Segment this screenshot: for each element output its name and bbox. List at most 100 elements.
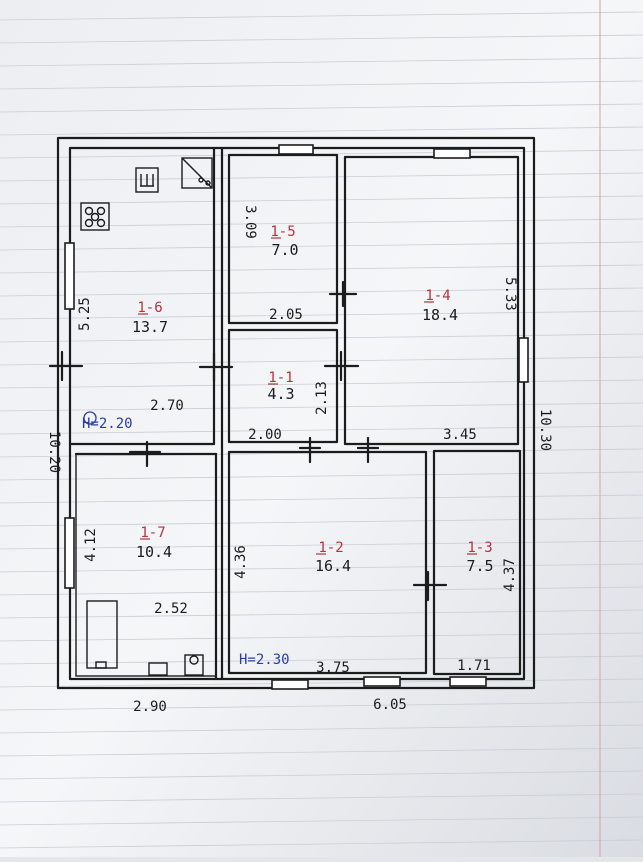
dimension-labels: 3.09 2.05 5.25 2.70 5.33 2.13 2.00 3.45 … (46, 205, 553, 715)
grid-line (0, 425, 643, 435)
kitchen-fixtures (80, 157, 213, 425)
stove-icon (80, 202, 110, 231)
door-mark-1-1-1-4 (323, 350, 360, 382)
room-area: 4.3 (267, 385, 294, 403)
door-mark-1-5-1-4 (328, 280, 358, 308)
grid-line (0, 172, 643, 182)
room-1-1: 1-1 4.3 (267, 370, 294, 403)
grid-line (0, 586, 643, 596)
grid-line (0, 287, 643, 297)
door-mark-1-6-1-7 (128, 440, 162, 468)
room-number: 1-7 (140, 525, 165, 541)
grid-line (0, 264, 643, 274)
window-bottom-1-3 (449, 676, 487, 687)
grid-line (0, 241, 643, 251)
room-1-7: 1-7 10.4 (136, 525, 172, 561)
room-number: 1-6 (137, 300, 162, 316)
grid-line (0, 563, 643, 573)
window-right-1-4 (518, 337, 529, 383)
dim-1-2-width: 3.75 (316, 660, 350, 676)
room-number: 1-5 (270, 224, 295, 240)
dim-1-6-height: 5.25 (77, 297, 93, 331)
room-1-5: 1-5 7.0 (270, 224, 298, 259)
grid-line (0, 494, 643, 504)
grid-line (0, 655, 643, 665)
toilet-icon (184, 654, 204, 676)
grid-line (0, 770, 643, 780)
door-mark-1-2-1-3 (412, 570, 448, 602)
windows (64, 144, 529, 690)
room-labels: 1-6 13.7 1-5 7.0 1-4 18.4 1-1 4.3 1-7 10… (132, 224, 494, 575)
dim-1-1-width: 2.00 (248, 427, 282, 443)
room-number: 1-2 (318, 540, 343, 556)
dim-1-1-height: 2.13 (314, 381, 330, 415)
grid-line (0, 103, 643, 113)
room-number: 1-3 (467, 540, 492, 556)
grid-line (0, 471, 643, 481)
grid-line (0, 701, 643, 711)
window-bottom-1-2a (271, 679, 309, 690)
grid-line (0, 379, 643, 389)
dim-total-bottom-left: 2.90 (133, 699, 167, 715)
room-number: 1-4 (425, 288, 450, 304)
room-1-3: 1-3 7.5 (466, 540, 493, 575)
window-bottom-1-2b (363, 676, 401, 687)
grid-line (0, 724, 643, 734)
window-top-1-5 (278, 144, 314, 155)
height-note-left: H=2.20 (82, 416, 133, 432)
dim-1-2-height: 4.36 (233, 545, 249, 579)
dim-1-4-height: 5.33 (502, 277, 518, 311)
room-1-4: 1-4 18.4 (422, 288, 458, 324)
dim-1-7-width: 2.52 (154, 601, 188, 617)
chimney-icon (135, 167, 159, 193)
room-1-2: 1-2 16.4 (315, 540, 351, 575)
boiler-icon (181, 157, 213, 189)
gas-meter-icon (83, 411, 97, 425)
grid-line (0, 11, 643, 21)
height-note-right: H=2.30 (239, 652, 290, 668)
window-left-1-7 (64, 517, 75, 589)
window-left-1-6 (64, 242, 75, 310)
grid-line (0, 310, 643, 320)
door-mark-1-6-1-1 (198, 351, 234, 383)
bathroom-fixtures (86, 600, 204, 676)
dim-total-bottom-right: 6.05 (373, 697, 407, 713)
grid-line (0, 632, 643, 642)
room-area: 18.4 (422, 306, 458, 324)
door-mark-exterior (48, 350, 84, 382)
dim-total-right: 10.30 (537, 409, 553, 451)
grid-line (0, 80, 643, 90)
grid-line (0, 402, 643, 412)
grid-line (0, 540, 643, 550)
grid-line (0, 57, 643, 67)
room-area: 13.7 (132, 318, 168, 336)
sink-icon (148, 662, 168, 676)
dim-total-left: 10.20 (46, 431, 62, 473)
grid-line (0, 839, 643, 849)
grid-line (0, 356, 643, 366)
dim-1-5-height: 3.09 (242, 205, 258, 239)
room-area: 7.0 (271, 241, 298, 259)
dim-1-4-width: 3.45 (443, 427, 477, 443)
grid-line (0, 333, 643, 343)
ceiling-height-notes: H=2.20 H=2.30 (82, 416, 290, 668)
grid-line (0, 793, 643, 803)
grid-line (0, 126, 643, 136)
grid-line (0, 218, 643, 228)
room-number: 1-1 (268, 370, 293, 386)
grid-line (0, 747, 643, 757)
room-area: 16.4 (315, 557, 351, 575)
dim-1-5-width: 2.05 (269, 307, 303, 323)
dim-1-3-height: 4.37 (502, 558, 518, 592)
grid-line (0, 678, 643, 688)
room-area: 7.5 (466, 557, 493, 575)
room-area: 10.4 (136, 543, 172, 561)
grid-line (0, 816, 643, 826)
dim-1-3-width: 1.71 (457, 658, 491, 674)
grid-line (0, 609, 643, 619)
door-mark-1-4-1-2 (356, 436, 380, 464)
dim-1-7-height: 4.12 (83, 528, 99, 562)
